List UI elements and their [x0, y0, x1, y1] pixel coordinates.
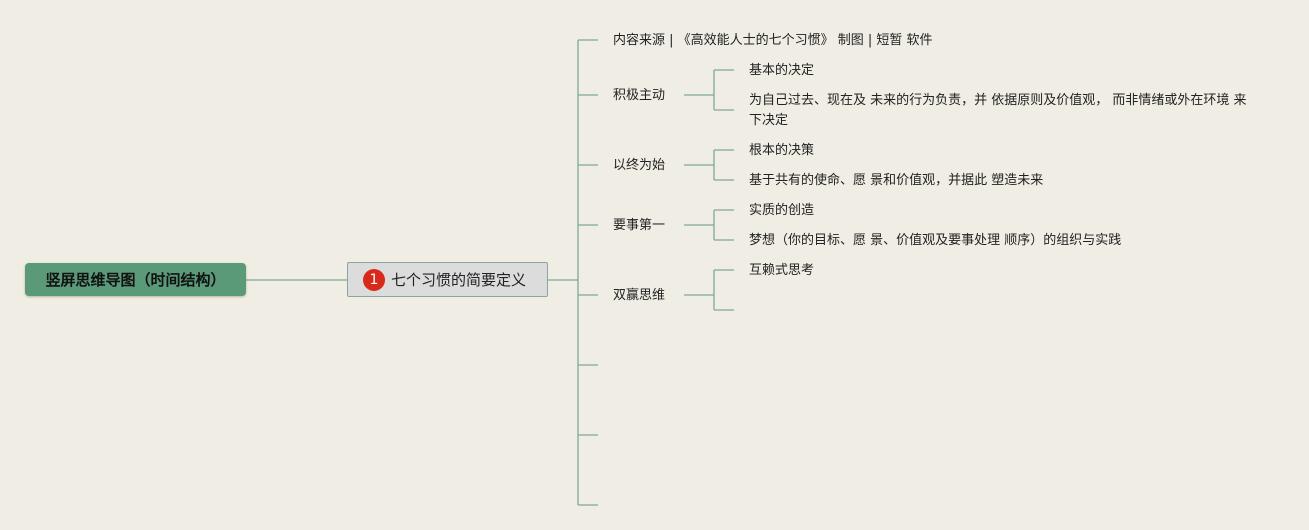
root-node[interactable]: 竖屏思维导图（时间结构） — [25, 263, 246, 296]
source-line: 内容来源 | 《高效能人士的七个习惯》 制图 | 短暂 软件 — [613, 33, 933, 48]
leaf-node[interactable]: 为自己过去、现在及 未来的行为负责，并 依据原则及价值观， 而非情绪或外在环境 … — [749, 93, 1247, 128]
leaf-node[interactable]: 根本的决策 — [749, 143, 815, 158]
leaf-node[interactable]: 基本的决定 — [749, 63, 815, 78]
leaf-node[interactable]: 梦想（你的目标、愿 景、价值观及要事处理 顺序）的组织与实践 — [749, 233, 1122, 248]
branch-label[interactable]: 要事第一 — [613, 218, 666, 233]
leaf-node[interactable]: 实质的创造 — [749, 203, 815, 218]
leaf-node[interactable]: 互赖式思考 — [749, 263, 815, 278]
leaf-node[interactable]: 基于共有的使命、愿 景和价值观，并据此 塑造未来 — [749, 173, 1044, 188]
center-node-label: 七个习惯的简要定义 — [391, 271, 527, 289]
number-badge: 1 — [363, 268, 385, 291]
root-node-label: 竖屏思维导图（时间结构） — [45, 271, 226, 289]
branch-label[interactable]: 以终为始 — [613, 158, 666, 173]
branch-label[interactable]: 积极主动 — [613, 88, 666, 103]
center-node[interactable]: 1 七个习惯的简要定义 — [347, 262, 548, 297]
branch-label[interactable]: 双赢思维 — [613, 288, 666, 303]
